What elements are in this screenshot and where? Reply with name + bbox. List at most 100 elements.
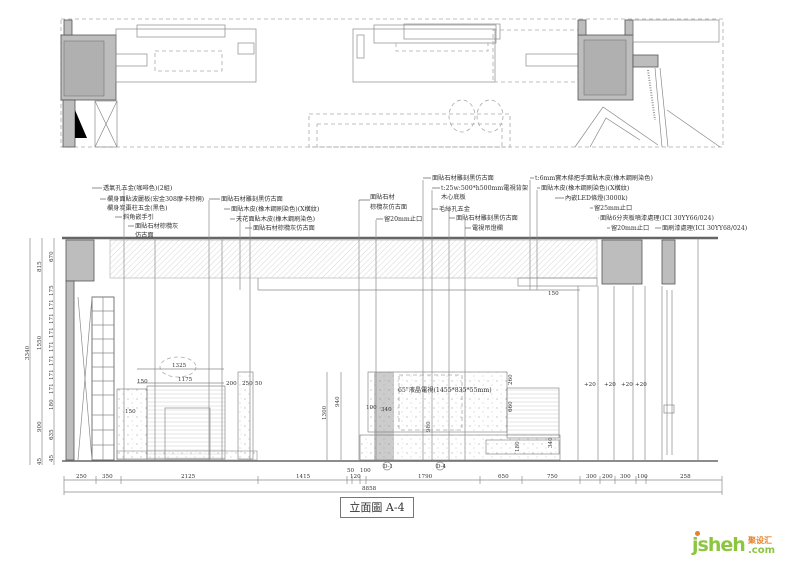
dim-total-label: 8858	[362, 486, 377, 492]
dim-label: 171	[49, 327, 55, 338]
dim-label: 1175	[178, 377, 193, 383]
marker-label: D-1	[383, 464, 393, 470]
dim-label: 815	[37, 261, 43, 272]
logo-chinese: 聚设汇	[748, 536, 772, 545]
dim-label: 340	[548, 437, 554, 448]
marker-label: D-4	[436, 464, 446, 470]
dim-label: 300	[620, 474, 631, 480]
dim-label: 250	[242, 381, 253, 387]
stone-panel-left	[116, 388, 148, 460]
dim-label: 260	[508, 374, 514, 385]
note: 棕欖灰仿古面	[370, 203, 407, 211]
dim-label: 940	[335, 396, 341, 407]
note: 斜角嵌手引	[123, 213, 154, 221]
note: 面貼石材雕刻黑仿古面	[221, 195, 283, 203]
dim-label: 150	[137, 379, 148, 385]
dim-label: +20	[604, 382, 616, 388]
annotation-leaders	[92, 177, 661, 229]
dim-label: 1325	[172, 363, 187, 369]
column-right	[601, 239, 643, 285]
dim-label: 171	[49, 313, 55, 324]
note: 面貼石材棕欖灰仿古面	[253, 224, 315, 232]
note: 內嵌LED條燈(3000k)	[565, 194, 628, 202]
logo-dot	[695, 531, 700, 536]
bottom-dimensions: 250 350 2125 1415 50 120 100 1790 650 75…	[63, 468, 723, 495]
dim-label: 100	[637, 474, 648, 480]
note: 天花面貼木皮(橡木鋼刷染色)	[236, 215, 315, 223]
dim-label: 650	[498, 474, 509, 480]
section-markers: D-1 D-4	[382, 461, 446, 471]
plan-rug-outline	[308, 113, 511, 148]
dim-label: 1300	[322, 405, 328, 420]
note: 仿古面	[135, 231, 154, 239]
dim-label: 171	[49, 383, 55, 394]
dim-label: 171	[49, 355, 55, 366]
note: 透氣孔五金(咖啡色)(2組)	[103, 184, 172, 192]
annotations-middle: 面貼石材 棕欖灰仿古面 留20mm止口 面貼石材雕刻黑仿古面 t:25w:500…	[370, 174, 528, 232]
inner-dimensions: 1325 1175 150 150 200 250 50 1300 940 10…	[125, 291, 647, 460]
floor-plan-view	[60, 18, 724, 148]
note: 毛絲孔五金	[439, 205, 471, 213]
pendant-lamp	[159, 356, 197, 378]
dim-label: 980	[426, 421, 432, 432]
dim-label: 300	[586, 474, 597, 480]
note: t:25w:500*h500mm電視背架	[441, 184, 528, 192]
note: 留25mm止口	[594, 204, 632, 212]
dim-label: 171	[49, 299, 55, 310]
plan-door-swing	[75, 110, 87, 138]
dim-label: 258	[680, 474, 691, 480]
annotations-right: t:6mm實木條把手面貼木皮(橡木鋼刷染色) 面貼木皮(橡木鋼刷染色)(X橫紋)…	[535, 174, 747, 232]
tv-wall-panel	[367, 371, 508, 433]
dim-label: +20	[635, 382, 647, 388]
dim-label: 100	[366, 405, 377, 411]
dim-label: 750	[547, 474, 558, 480]
dim-label: 250	[76, 474, 87, 480]
note: 面貼石材棕欖灰	[135, 222, 178, 230]
dim-label: 3340	[25, 345, 31, 360]
tv-console	[359, 434, 561, 461]
dim-label: 1790	[418, 474, 433, 480]
dim-label: 180	[49, 399, 55, 410]
note: 面貼6分夾板噴漆處理(ICI 30YY66/024)	[600, 214, 714, 222]
dim-label: 180	[515, 441, 521, 452]
column-left	[65, 239, 95, 282]
drawing-title: 立面圖 A-4	[340, 497, 414, 518]
dim-label: 45	[49, 454, 55, 462]
note: 面貼石材雕刻黑仿古面	[432, 174, 494, 182]
note: 留20mm止口	[384, 215, 422, 223]
dim-label: 635	[49, 429, 55, 440]
tv-label: 65"液晶電視(1455*835*55mm)	[398, 386, 492, 394]
elevation-view	[62, 180, 718, 462]
dim-label: 200	[226, 381, 237, 387]
dim-label: 660	[508, 401, 514, 412]
dim-label: 200	[602, 474, 613, 480]
ceiling-soffit	[109, 239, 598, 279]
dim-label: 50	[347, 468, 355, 474]
dim-label: 670	[49, 251, 55, 262]
dim-label: +20	[584, 382, 596, 388]
note: 欄身面貼波麗板(宏金308摩卡棕桐)	[107, 195, 204, 203]
note: 面貼木皮(橡木鋼刷染色)(X橫紋)	[541, 184, 629, 192]
dim-label: 171	[49, 341, 55, 352]
tv-outline	[398, 374, 463, 431]
dim-label: 1550	[37, 335, 43, 350]
note: 欄身炭棗柱五金(黑色)	[107, 204, 168, 212]
dim-label: 1415	[296, 474, 311, 480]
note: t:6mm實木條把手面貼木皮(橡木鋼刷染色)	[535, 174, 653, 182]
note: 留20mm止口	[611, 224, 649, 232]
left-dimensions: 3340 815 1550 900 45 670 175 171 171 171…	[25, 238, 55, 465]
watermark-logo: jsheh 聚设汇 .com	[692, 531, 788, 562]
annotations-left: 透氣孔五金(咖啡色)(2組) 欄身面貼波麗板(宏金308摩卡棕桐) 欄身炭棗柱五…	[103, 184, 319, 239]
note: 面刷漆處理(ICI 30YY68/024)	[662, 224, 747, 232]
note: 電視吊燈欄	[472, 224, 503, 232]
dim-label: 150	[548, 291, 559, 297]
note: 面貼木皮(橡木鋼刷染色)(X橫紋)	[231, 205, 319, 213]
note: 木心底板	[441, 193, 466, 201]
dim-label: 150	[125, 409, 136, 415]
dim-label: +20	[621, 382, 633, 388]
logo-suffix: .com	[748, 545, 776, 556]
dim-label: 175	[49, 285, 55, 296]
wood-sideboard	[146, 385, 226, 460]
